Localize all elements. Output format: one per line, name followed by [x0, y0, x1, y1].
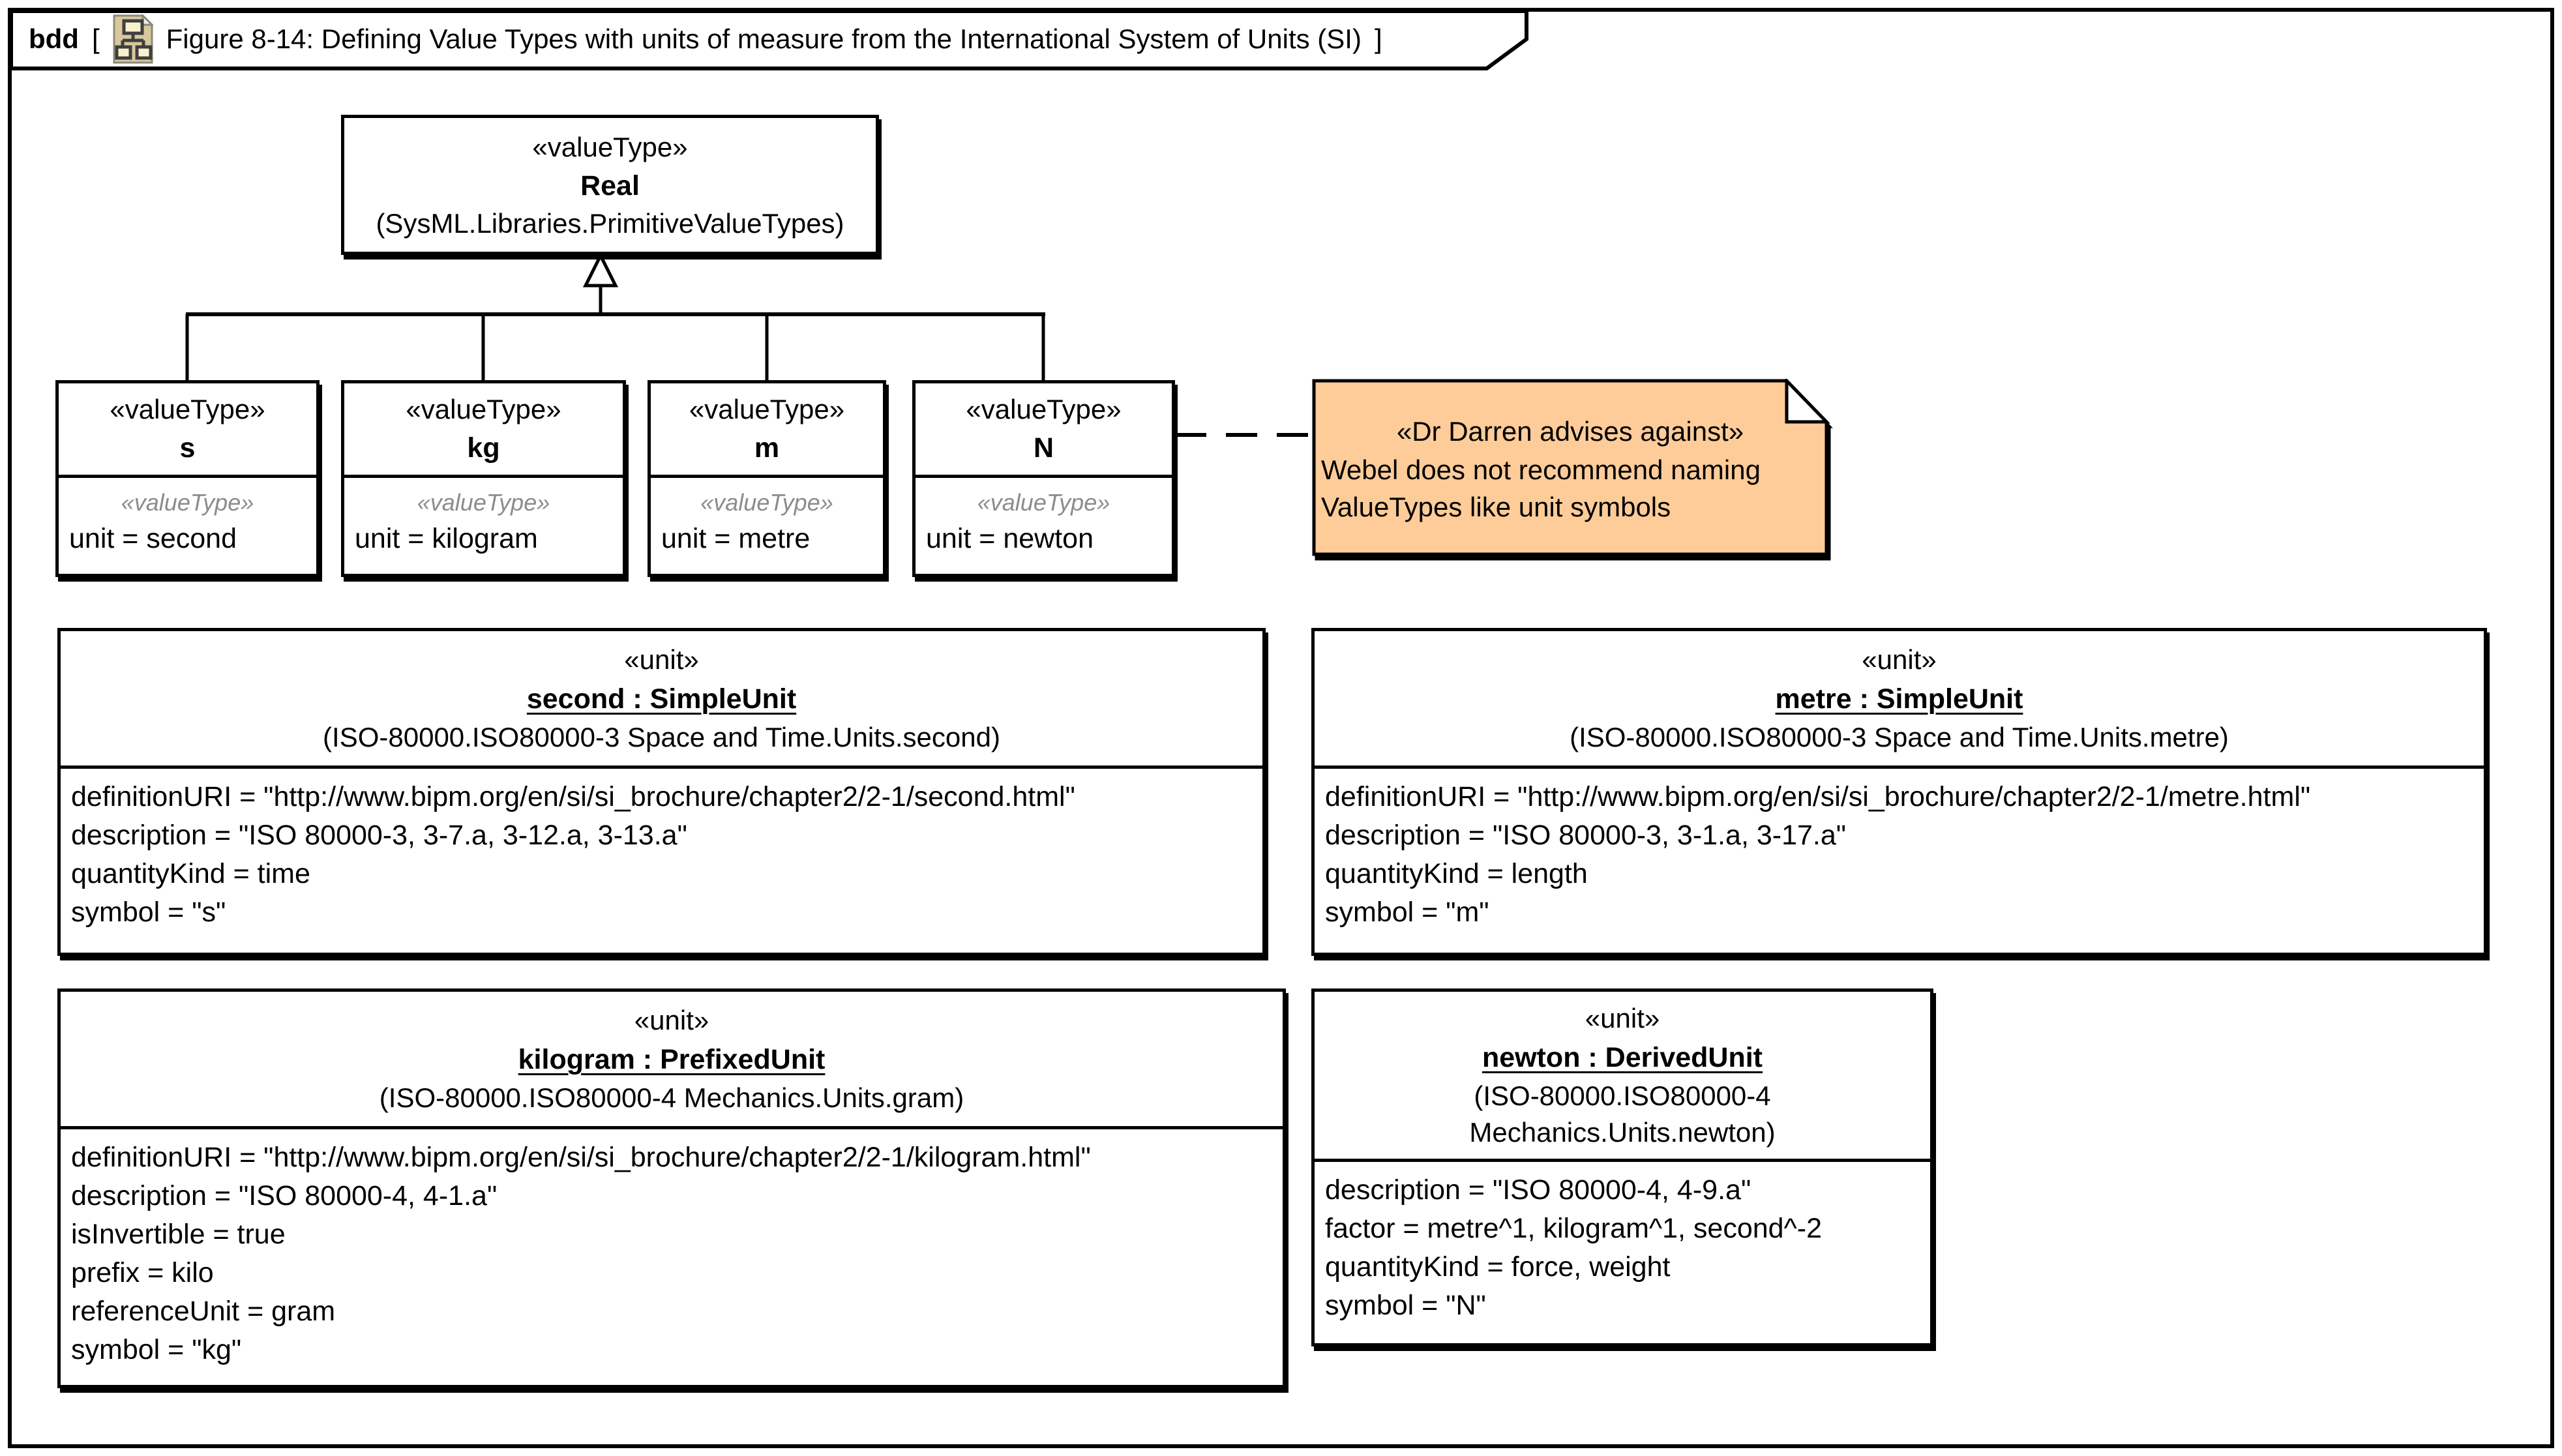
metre-package: (ISO-80000.ISO80000-3 Space and Time.Uni…: [1570, 722, 2229, 752]
unit-kilogram-box[interactable]: «unit» kilogram : PrefixedUnit (ISO-8000…: [57, 988, 1286, 1388]
n-compartment-stereotype: «valueType»: [977, 489, 1110, 516]
kg-compartment-stereotype: «valueType»: [417, 489, 550, 516]
kg-stereotype: «valueType»: [406, 394, 561, 424]
second-stereotype: «unit»: [624, 644, 699, 675]
diagram-header-tab-outline: [9, 9, 1528, 70]
generalization-connector[interactable]: [185, 252, 1045, 383]
second-definitionuri: definitionURI = "http://www.bipm.org/en/…: [71, 781, 1075, 812]
unit-second-box[interactable]: «unit» second : SimpleUnit (ISO-80000.IS…: [57, 628, 1266, 956]
newton-factor: factor = metre^1, kilogram^1, second^-2: [1325, 1213, 1822, 1244]
diagram-header-tab: bdd [ Figure 8-14: Defining Value Types …: [9, 9, 1528, 72]
n-unit-attribute: unit = newton: [926, 523, 1094, 554]
n-name: N: [1033, 432, 1054, 464]
n-stereotype: «valueType»: [966, 394, 1122, 424]
newton-quantitykind: quantityKind = force, weight: [1325, 1251, 1671, 1283]
m-stereotype: «valueType»: [689, 394, 845, 424]
valuetype-n-box[interactable]: «valueType» N «valueType» unit = newton: [912, 380, 1175, 577]
note-text-line2: ValueTypes like unit symbols: [1321, 492, 1671, 522]
s-name: s: [179, 432, 196, 464]
newton-symbol: symbol = "N": [1325, 1290, 1486, 1321]
m-compartment-stereotype: «valueType»: [700, 489, 833, 516]
valuetype-s-box[interactable]: «valueType» s «valueType» unit = second: [55, 380, 320, 577]
second-package: (ISO-80000.ISO80000-3 Space and Time.Uni…: [323, 722, 1000, 752]
diagram-title: Figure 8-14: Defining Value Types with u…: [166, 23, 1362, 54]
newton-name: newton : DerivedUnit: [1482, 1042, 1763, 1073]
metre-description: description = "ISO 80000-3, 3-1.a, 3-17.…: [1325, 820, 1847, 851]
kilogram-package: (ISO-80000.ISO80000-4 Mechanics.Units.gr…: [379, 1082, 964, 1113]
metre-quantitykind: quantityKind = length: [1325, 858, 1588, 889]
s-unit-attribute: unit = second: [69, 523, 237, 554]
unit-metre-box[interactable]: «unit» metre : SimpleUnit (ISO-80000.ISO…: [1311, 628, 2487, 956]
generalization-triangle-icon: [582, 252, 619, 288]
newton-stereotype: «unit»: [1585, 1003, 1660, 1033]
real-name: Real: [580, 170, 640, 201]
metre-symbol: symbol = "m": [1325, 897, 1489, 928]
second-description: description = "ISO 80000-3, 3-7.a, 3-12.…: [71, 820, 687, 851]
valuetype-kg-box[interactable]: «valueType» kg «valueType» unit = kilogr…: [341, 380, 626, 577]
valuetype-m-box[interactable]: «valueType» m «valueType» unit = metre: [648, 380, 886, 577]
real-stereotype: «valueType»: [532, 131, 688, 162]
metre-stereotype: «unit»: [1862, 644, 1937, 675]
bdd-diagram-icon: [113, 14, 153, 64]
diagram-kind-label: bdd: [29, 23, 79, 54]
kilogram-name: kilogram : PrefixedUnit: [518, 1044, 826, 1075]
note-shape: [1312, 376, 1830, 556]
second-name: second : SimpleUnit: [526, 683, 797, 715]
kilogram-isinvertible: isInvertible = true: [71, 1219, 286, 1250]
kilogram-symbol: symbol = "kg": [71, 1334, 242, 1365]
kilogram-stereotype: «unit»: [634, 1005, 709, 1035]
newton-description: description = "ISO 80000-4, 4-9.a": [1325, 1174, 1751, 1206]
second-symbol: symbol = "s": [71, 897, 226, 928]
note-text-line1: Webel does not recommend naming: [1321, 454, 1761, 485]
unit-newton-box[interactable]: «unit» newton : DerivedUnit (ISO-80000.I…: [1311, 988, 1933, 1346]
s-compartment-stereotype: «valueType»: [121, 489, 254, 516]
kilogram-referenceunit: referenceUnit = gram: [71, 1296, 336, 1327]
m-unit-attribute: unit = metre: [661, 523, 811, 554]
advice-note[interactable]: «Dr Darren advises against» Webel does n…: [1312, 376, 1834, 563]
close-bracket: ]: [1374, 23, 1382, 54]
note-fold-corner-icon: [1785, 376, 1830, 424]
kg-name: kg: [467, 432, 500, 464]
metre-definitionuri: definitionURI = "http://www.bipm.org/en/…: [1325, 781, 2311, 812]
real-package: (SysML.Libraries.PrimitiveValueTypes): [376, 207, 844, 239]
valuetype-real-box[interactable]: «valueType» Real (SysML.Libraries.Primit…: [341, 115, 879, 255]
note-stereotype: «Dr Darren advises against»: [1396, 416, 1744, 447]
kg-unit-attribute: unit = kilogram: [355, 523, 538, 554]
s-stereotype: «valueType»: [110, 394, 265, 424]
m-name: m: [754, 432, 780, 464]
second-quantitykind: quantityKind = time: [71, 858, 310, 889]
metre-name: metre : SimpleUnit: [1775, 683, 2023, 715]
newton-package: (ISO-80000.ISO80000-4 Mechanics.Units.ne…: [1469, 1080, 1776, 1148]
open-bracket: [: [91, 23, 100, 54]
kilogram-description: description = "ISO 80000-4, 4-1.a": [71, 1180, 498, 1211]
kilogram-definitionuri: definitionURI = "http://www.bipm.org/en/…: [71, 1142, 1091, 1173]
kilogram-prefix: prefix = kilo: [71, 1257, 214, 1288]
